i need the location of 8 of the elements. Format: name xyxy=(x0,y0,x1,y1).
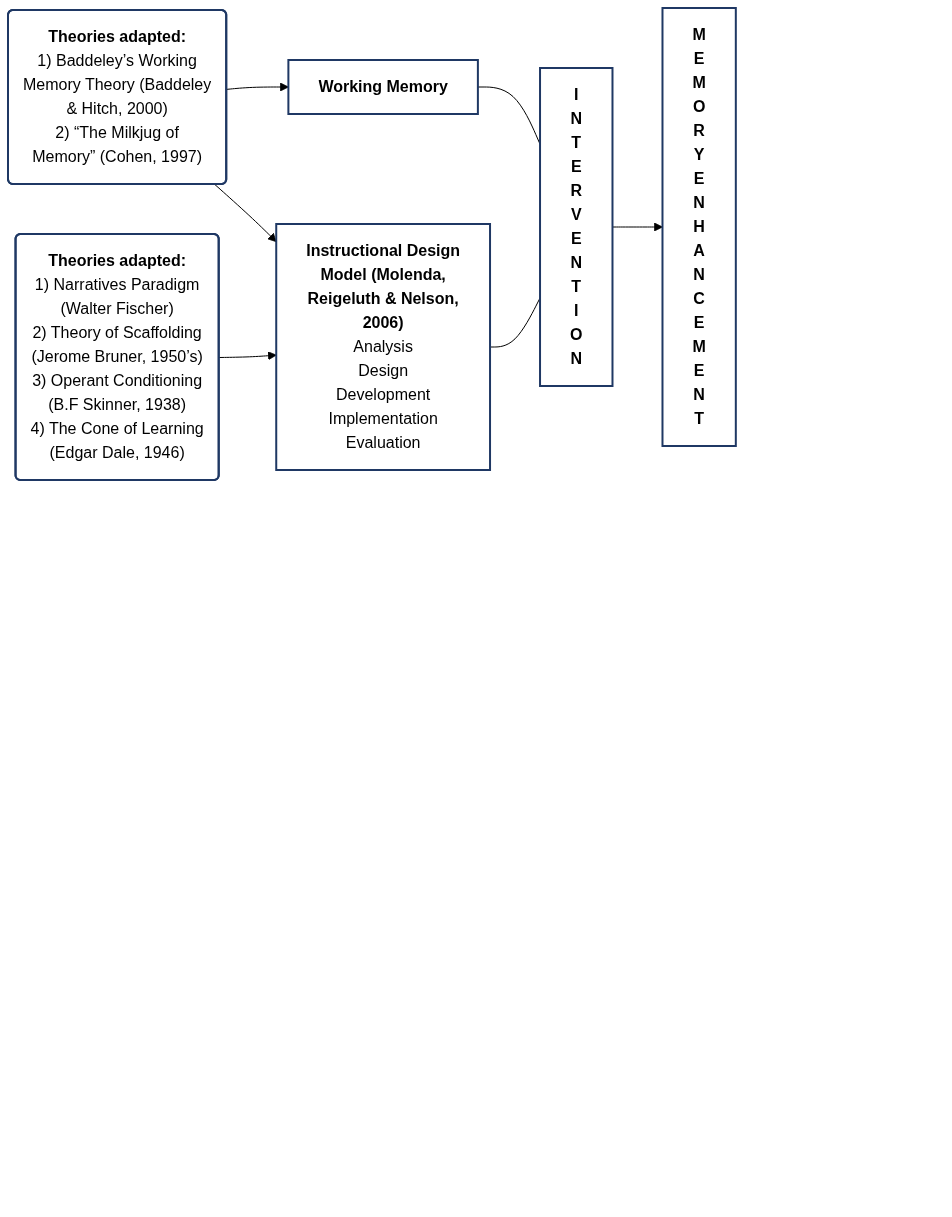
arrow xyxy=(218,351,277,361)
arrow xyxy=(214,184,277,243)
arrow xyxy=(226,82,289,92)
arrow xyxy=(612,222,663,232)
node-box: INTERVENTION xyxy=(539,67,614,387)
node-box: Working Memory xyxy=(287,59,479,115)
node-box: Instructional Design Model (Molenda, Reigeluth & Nelson, 2006) Analysis Design Development Implementation Evaluation xyxy=(275,223,492,471)
node-box: MEMORY ENHANCEMENT xyxy=(661,7,737,447)
